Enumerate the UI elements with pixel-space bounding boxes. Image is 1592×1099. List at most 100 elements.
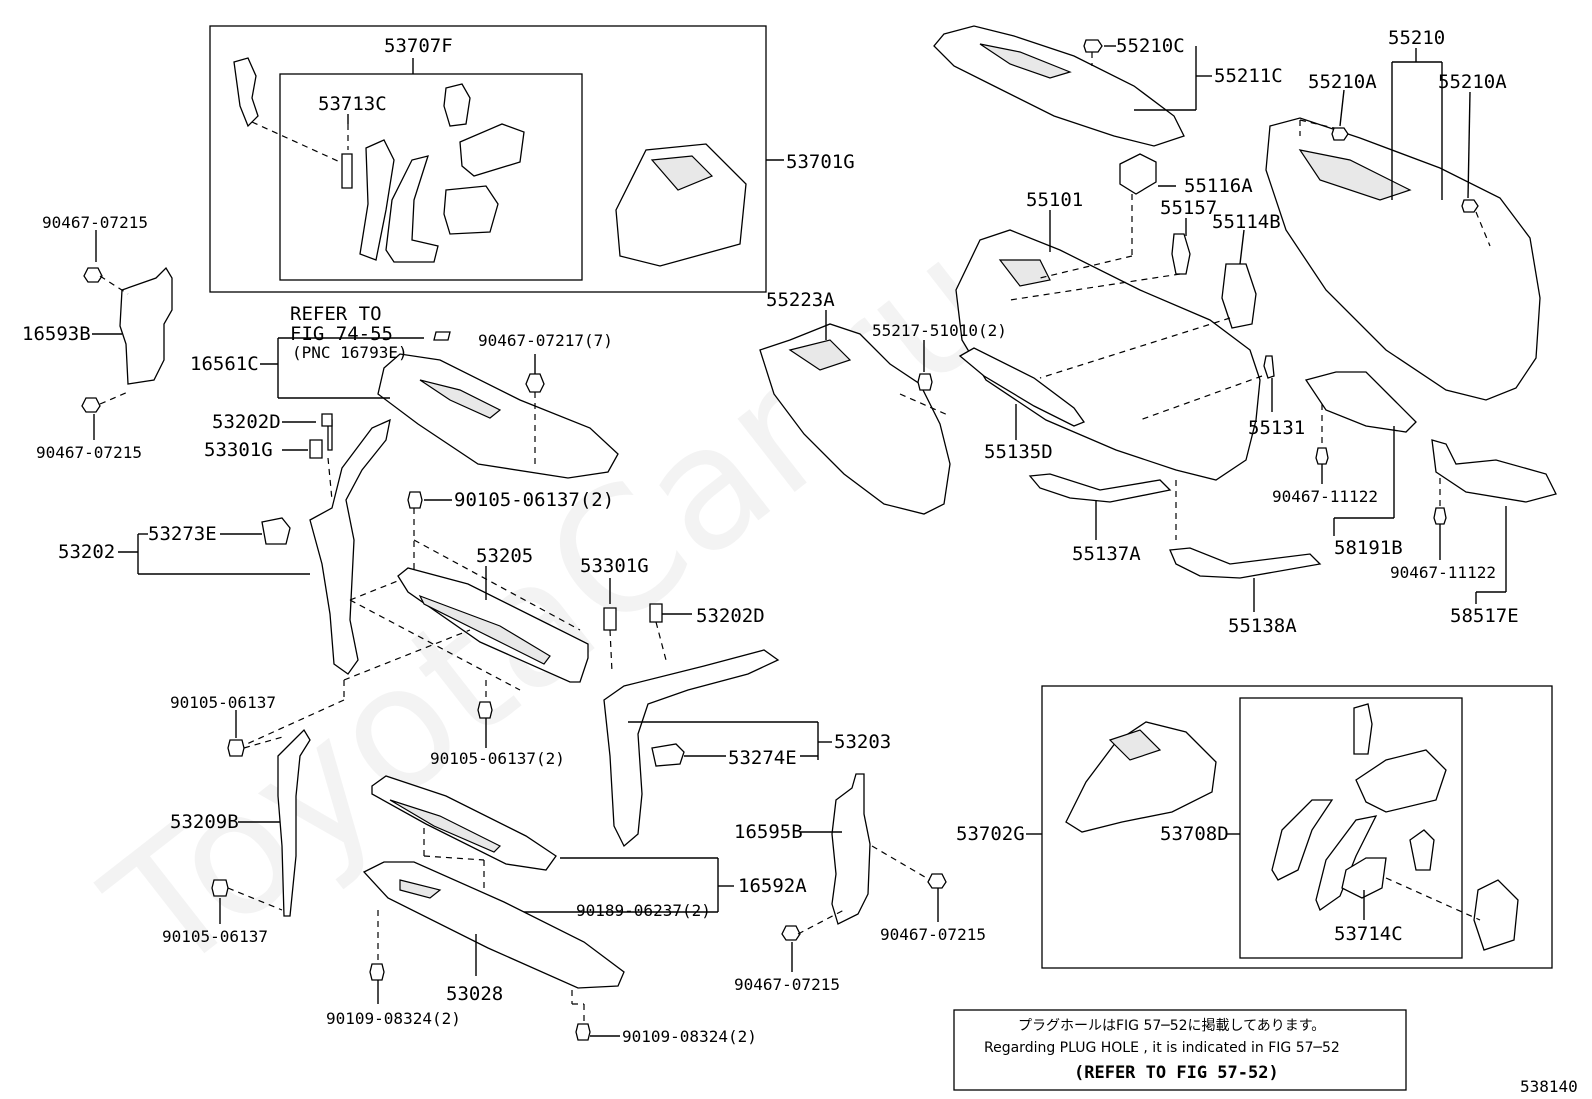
group-58191B: 90467-11122 58191B <box>1272 371 1417 559</box>
small-bracket-part <box>443 83 471 127</box>
label-53714C: 53714C <box>1334 923 1403 945</box>
group-53203: 53301G 53202D 90105-06137(2) 53274E 5320… <box>430 555 891 848</box>
group-58517E: 90467-11122 58517E <box>1390 439 1557 627</box>
apron-part <box>615 143 747 267</box>
clip-icon <box>81 397 101 413</box>
bolt-icon <box>227 739 245 757</box>
label-53713C: 53713C <box>318 93 387 115</box>
clip-icon <box>1315 447 1329 465</box>
note-reference: (REFER TO FIG 57-52) <box>1074 1063 1279 1083</box>
label-55157: 55157 <box>1160 197 1217 219</box>
cushion-part <box>321 413 333 427</box>
label-55138A: 55138A <box>1228 615 1297 637</box>
group-55210: 55210 55210A 55210A <box>1265 27 1541 401</box>
bracket-part <box>233 57 259 128</box>
group-16595B: 16595B 90467-07215 90467-07215 <box>734 773 986 994</box>
group-53205: 90105-06137(2) 53205 <box>237 489 614 749</box>
group-55101: 55116A 55101 55157 55114B 55131 <box>955 153 1305 540</box>
inner-panel-part <box>1315 815 1378 912</box>
note-japanese: プラグホールはFIG 57─52に掲載してあります。 <box>1018 1018 1325 1034</box>
label-90467-07215-right: 90467-07215 <box>880 925 986 944</box>
label-55211C: 55211C <box>1214 65 1283 87</box>
label-90105-06137-bottom: 90105-06137 <box>162 927 268 946</box>
label-58517E: 58517E <box>1450 605 1519 627</box>
label-53301G-right: 53301G <box>580 555 649 577</box>
label-90467-07217: 90467-07217(7) <box>478 331 613 350</box>
label-58191B: 58191B <box>1334 537 1403 559</box>
group-55223A: 55223A 55217-51010(2) <box>759 289 1007 515</box>
group-55135D: 55135D <box>958 347 1086 463</box>
label-90105-06137-2-bottom: 90105-06137(2) <box>430 749 565 768</box>
group-16592A: 16592A 90189-06237(2) <box>371 775 807 920</box>
label-53028: 53028 <box>446 983 503 1005</box>
label-55137A: 55137A <box>1072 543 1141 565</box>
label-refer-2: FIG 74-55 <box>290 323 393 345</box>
label-53701G: 53701G <box>786 151 855 173</box>
label-16592A: 16592A <box>738 875 807 897</box>
group-53701G: 53707F 53713C 53701G <box>209 25 855 293</box>
label-53203: 53203 <box>834 731 891 753</box>
label-90105-06137-left: 90105-06137 <box>170 693 276 712</box>
group-55138A: 55138A <box>1169 547 1322 637</box>
group-16593B: 90467-07215 16593B 90467-07215 <box>22 213 173 462</box>
label-53274E: 53274E <box>728 747 797 769</box>
apron-right-part <box>1065 721 1217 833</box>
cushion-part <box>603 607 617 631</box>
group-53702G: 53702G 53708D 53714C <box>956 685 1553 969</box>
bracket-53713C-part <box>341 153 353 189</box>
label-90467-07215-top: 90467-07215 <box>42 213 148 232</box>
label-16593B: 16593B <box>22 323 91 345</box>
group-53028: 53028 90109-08324(2) 90109-08324(2) <box>326 861 757 1046</box>
label-53301G-left: 53301G <box>204 439 273 461</box>
group-16561C: REFER TO FIG 74-55 (PNC 16793E) 16561C 9… <box>190 303 619 479</box>
label-55116A: 55116A <box>1184 175 1253 197</box>
label-90109-08324-left: 90109-08324(2) <box>326 1009 461 1028</box>
clip-icon <box>525 373 545 393</box>
note-english: Regarding PLUG HOLE , it is indicated in… <box>984 1040 1340 1056</box>
bracket-part <box>1353 703 1373 755</box>
label-16595B: 16595B <box>734 821 803 843</box>
clip-55131-part <box>1263 355 1275 379</box>
label-53702G: 53702G <box>956 823 1025 845</box>
label-90467-07215-lower: 90467-07215 <box>734 975 840 994</box>
cushion-part <box>309 439 323 459</box>
rail-part <box>1355 749 1447 813</box>
label-refer-3: (PNC 16793E) <box>292 343 408 362</box>
group-55211C: 55210C 55211C <box>933 25 1283 147</box>
label-55210A-right: 55210A <box>1438 71 1507 93</box>
bracket-53714C-part <box>1341 857 1387 899</box>
cushion-part <box>649 603 663 623</box>
bolt-icon <box>407 491 423 509</box>
clip-icon <box>927 873 947 889</box>
label-55210: 55210 <box>1388 27 1445 49</box>
clip-55210A-icon <box>1461 199 1479 213</box>
label-55131: 55131 <box>1248 417 1305 439</box>
clip-icon <box>83 267 103 283</box>
clip-icon <box>1433 507 1447 525</box>
bolt-icon <box>369 963 385 981</box>
label-refer-1: REFER TO <box>290 303 382 325</box>
label-55223A: 55223A <box>766 289 835 311</box>
label-55217-51010: 55217-51010(2) <box>872 321 1007 340</box>
bracket-lower-part <box>443 185 499 235</box>
label-90467-11122-left: 90467-11122 <box>1272 487 1378 506</box>
label-53205: 53205 <box>476 545 533 567</box>
label-55210C: 55210C <box>1116 35 1185 57</box>
clip-55217-icon <box>917 373 933 391</box>
group-53202: 53202D 53301G 53273E 53202 <box>58 411 391 675</box>
bracket-55157-part <box>1171 233 1191 275</box>
bracket-53273E-part <box>261 517 291 545</box>
label-53273E: 53273E <box>148 523 217 545</box>
plug-55116A-part <box>1119 153 1157 195</box>
label-90109-08324-right: 90109-08324(2) <box>622 1027 757 1046</box>
small-bracket-part <box>1409 829 1435 871</box>
label-90467-11122-right: 90467-11122 <box>1390 563 1496 582</box>
label-53708D: 53708D <box>1160 823 1229 845</box>
label-53209B: 53209B <box>170 811 239 833</box>
grommet-55114B-part <box>1221 263 1257 329</box>
label-55101: 55101 <box>1026 189 1083 211</box>
bolt-icon <box>211 879 229 897</box>
group-55137A: 55137A <box>1028 473 1172 565</box>
bolt-icon <box>575 1023 591 1041</box>
